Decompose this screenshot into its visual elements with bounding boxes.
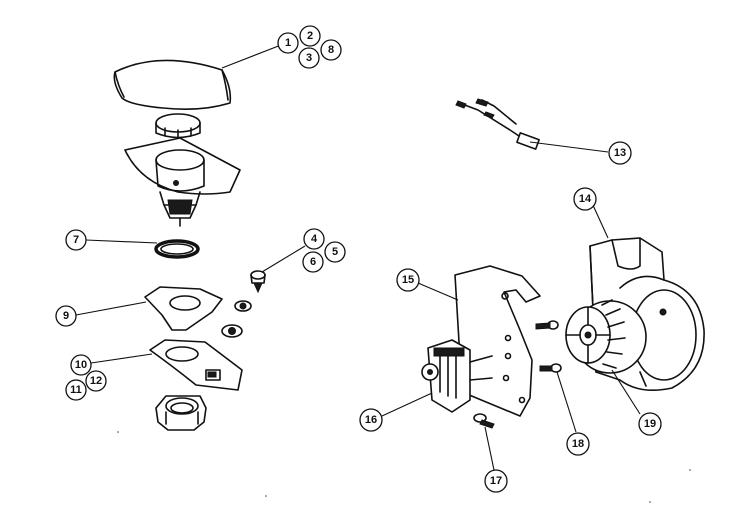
callout-17: 17 (484, 469, 508, 493)
wire-harness-part (455, 98, 540, 150)
svg-text:12: 12 (90, 375, 102, 387)
callout-12: 12 (85, 370, 107, 392)
callout-5: 5 (324, 241, 346, 263)
callout-4: 4 (303, 228, 325, 250)
callout-16: 16 (359, 408, 383, 432)
svg-text:14: 14 (579, 193, 592, 205)
svg-text:11: 11 (70, 384, 82, 396)
motor-plate-part (454, 265, 541, 417)
svg-text:6: 6 (310, 256, 316, 268)
callout-18: 18 (566, 432, 590, 456)
svg-text:13: 13 (614, 147, 626, 159)
callout-7: 7 (65, 229, 87, 251)
svg-text:7: 7 (73, 234, 79, 246)
svg-text:10: 10 (75, 359, 87, 371)
callout-3: 3 (298, 47, 320, 69)
callout-15: 15 (396, 268, 420, 292)
svg-text:2: 2 (307, 30, 313, 42)
svg-text:19: 19 (644, 418, 656, 430)
lens-part (155, 113, 201, 141)
callout-11: 11 (65, 379, 87, 401)
callout-2: 2 (299, 25, 321, 47)
mounting-plate-part (149, 339, 243, 391)
callout-10: 10 (70, 354, 92, 376)
callout-14: 14 (573, 187, 597, 211)
callout-8: 8 (320, 39, 342, 61)
plate-screw-part (473, 320, 562, 429)
svg-text:17: 17 (490, 475, 502, 487)
lamp-housing-part (124, 137, 241, 227)
callout-1: 1 (277, 32, 299, 54)
blower-wheel-part (565, 299, 647, 374)
callout-13: 13 (608, 141, 632, 165)
scan-specks (117, 431, 691, 503)
svg-text:9: 9 (63, 310, 69, 322)
motor-part (421, 339, 493, 413)
dome-cap-part (113, 59, 232, 111)
callout-6: 6 (302, 251, 324, 273)
svg-text:5: 5 (332, 246, 338, 258)
o-ring-part (154, 239, 200, 259)
screw-part (221, 270, 266, 338)
leader-lines (75, 44, 641, 471)
callout-9: 9 (55, 305, 77, 327)
svg-text:8: 8 (328, 44, 334, 56)
svg-text:3: 3 (306, 52, 312, 64)
svg-text:15: 15 (402, 274, 414, 286)
svg-text:4: 4 (311, 233, 318, 245)
collar-nut-part (155, 395, 207, 431)
svg-text:16: 16 (365, 414, 377, 426)
callout-19: 19 (638, 412, 662, 436)
gasket-part (144, 286, 223, 331)
svg-text:18: 18 (572, 438, 584, 450)
svg-text:1: 1 (285, 37, 291, 49)
